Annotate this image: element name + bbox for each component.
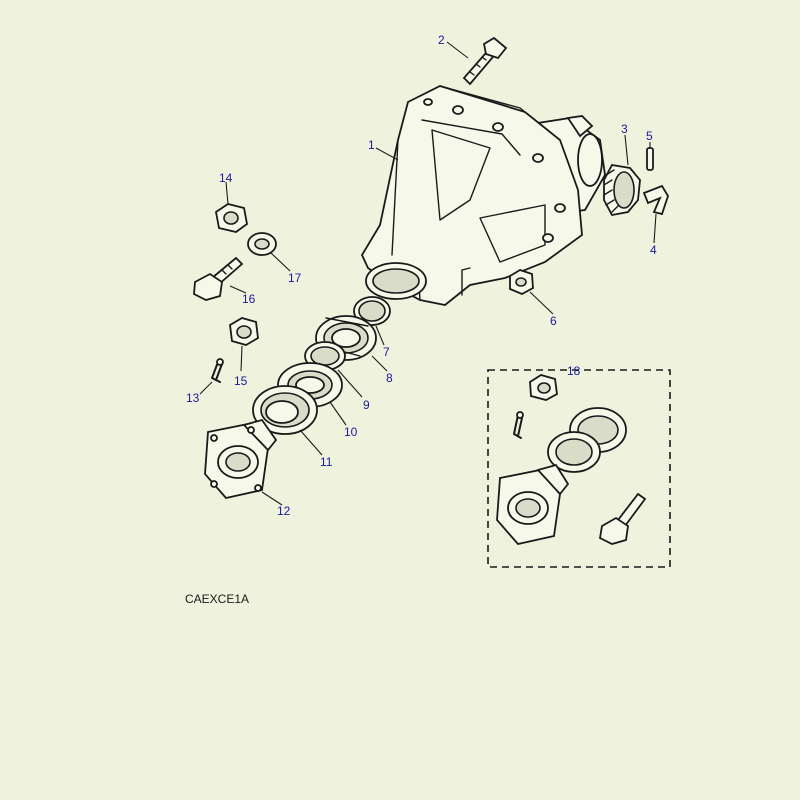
callout-10: 10 xyxy=(344,425,358,439)
callout-1: 1 xyxy=(368,138,375,152)
callout-14: 14 xyxy=(219,171,233,185)
callout-4: 4 xyxy=(650,243,657,257)
callout-16: 16 xyxy=(242,292,256,306)
pinion-gear xyxy=(603,164,641,217)
roll-pin xyxy=(646,147,654,171)
reference-code: CAEXCE1A xyxy=(185,592,249,606)
flange-bolt xyxy=(193,256,244,301)
differential-housing xyxy=(360,85,606,306)
callout-5: 5 xyxy=(646,129,653,143)
callout-7: 7 xyxy=(383,345,390,359)
callout-numbers: 1 2 3 5 4 6 7 8 9 10 11 12 13 14 15 16 1… xyxy=(186,33,657,518)
hex-nut xyxy=(229,317,259,346)
callout-8: 8 xyxy=(386,371,393,385)
washer xyxy=(247,232,277,256)
repair-kit-group xyxy=(487,369,671,568)
callout-12: 12 xyxy=(277,504,291,518)
callout-13: 13 xyxy=(186,391,200,405)
output-flange xyxy=(204,418,278,499)
split-pin xyxy=(211,358,224,383)
o-ring xyxy=(353,296,391,326)
callout-15: 15 xyxy=(234,374,248,388)
bolt xyxy=(462,36,508,86)
callout-3: 3 xyxy=(621,122,628,136)
flange-nut xyxy=(509,269,534,295)
callout-18: 18 xyxy=(567,364,581,378)
locking-tab xyxy=(642,184,669,216)
callout-2: 2 xyxy=(438,33,445,47)
castle-nut xyxy=(215,203,248,233)
callout-11: 11 xyxy=(320,455,333,469)
callout-6: 6 xyxy=(550,314,557,328)
deflector-seal xyxy=(252,385,318,435)
callout-17: 17 xyxy=(288,271,302,285)
callout-9: 9 xyxy=(363,398,370,412)
leader-lines xyxy=(199,41,657,506)
